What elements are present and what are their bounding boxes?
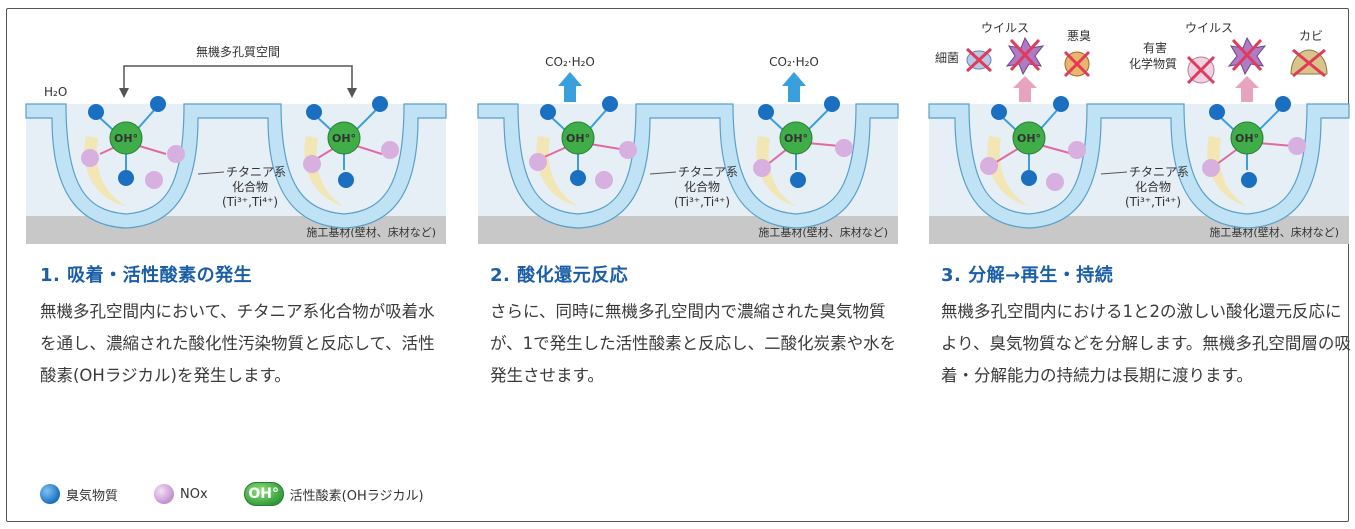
oh-radical-label: OH° <box>332 132 356 145</box>
section-body-redox: さらに、同時に無機多孔空間内で濃縮された臭気物質が、1で発生した活性酸素と反応し… <box>490 302 897 385</box>
svg-text:チタニア系: チタニア系 <box>1129 165 1189 179</box>
oh-radical <box>327 121 361 155</box>
space-arrow-left <box>119 88 129 98</box>
svg-text:(Ti³⁺,Ti⁴⁺): (Ti³⁺,Ti⁴⁺) <box>1125 195 1181 209</box>
porous-layer <box>25 103 447 229</box>
legend-item-radical: OH° 活性酸素(OHラジカル) <box>243 482 424 506</box>
virus-label: ウイルス <box>1185 21 1233 35</box>
panel-decomposition: ウイルス 細菌 悪臭 ウイルス カビ 有害 化学物質 <box>928 21 1350 252</box>
svg-text:チタニア系: チタニア系 <box>678 165 738 179</box>
svg-text:化合物: 化合物 <box>684 179 720 194</box>
titania-label: (Ti³⁺,Ti⁴⁺) <box>222 195 278 209</box>
legend-label: 臭気物質 <box>66 488 119 504</box>
nox-molecule <box>381 141 399 159</box>
nox-molecule <box>167 145 185 163</box>
panel-redox-illustration: CO₂·H₂O CO₂·H₂O 施工基材(壁材、床材など) OH° <box>477 55 899 244</box>
odor-molecule <box>118 170 134 186</box>
svg-text:化合物: 化合物 <box>1135 179 1171 194</box>
bacteria-icon <box>965 47 993 73</box>
legend-label: 活性酸素(OHラジカル) <box>289 488 424 504</box>
co2-label: CO₂·H₂O <box>769 55 819 69</box>
harmful-label: 化学物質 <box>1129 56 1177 71</box>
odor-molecule-icon <box>40 484 60 504</box>
panel-decomposition-illustration: ウイルス 細菌 悪臭 ウイルス カビ 有害 化学物質 <box>928 21 1350 244</box>
space-bracket <box>123 65 353 90</box>
titania-label: チタニア系 <box>226 165 286 179</box>
upward-arrow-icon <box>782 72 806 102</box>
space-label: 無機多孔質空間 <box>196 44 280 59</box>
upward-arrow-icon <box>558 72 582 102</box>
panel-adsorption: 無機多孔質空間 H₂O 施工基材(壁材、床材など) OH° <box>25 44 447 252</box>
odor-molecule <box>338 172 354 188</box>
section-title-decomposition: 3. 分解→再生・持続 <box>941 265 1114 286</box>
odor-label: 悪臭 <box>1067 28 1091 43</box>
odor-icon <box>1063 50 1091 78</box>
section-title-redox: 2. 酸化還元反応 <box>490 265 629 286</box>
upward-arrow-icon <box>1013 76 1037 102</box>
titania-deposit-right <box>304 136 344 206</box>
panel-adsorption-illustration: 無機多孔質空間 H₂O 施工基材(壁材、床材など) OH° <box>25 44 447 244</box>
space-arrow-right <box>347 88 357 98</box>
porous-layer <box>928 103 1350 229</box>
virus-label: ウイルス <box>981 21 1029 35</box>
odor-molecule <box>306 104 322 120</box>
oh-radical-label: OH° <box>566 132 590 145</box>
section-body-decomposition: 無機多孔空間内における1と2の激しい酸化還元反応により、臭気物質などを分解します… <box>941 302 1351 385</box>
virus-icon <box>1005 36 1045 76</box>
oh-radical-label: OH° <box>784 132 808 145</box>
substrate-label: 施工基材(壁材、床材など) <box>1209 225 1339 239</box>
legend-item-nox: NOx <box>154 484 208 504</box>
virus-icon <box>1227 36 1267 76</box>
mold-label: カビ <box>1299 29 1323 43</box>
nox-molecule <box>81 149 99 167</box>
harmful-label: 有害 <box>1143 40 1167 55</box>
section-body-adsorption: 無機多孔空間内において、チタニア系化合物が吸着水を通し、濃縮された酸化性汚染物質… <box>40 302 435 385</box>
oh-radical-label: OH° <box>1017 132 1041 145</box>
section-title-adsorption: 1. 吸着・活性酸素の発生 <box>40 265 253 286</box>
h2o-label: H₂O <box>44 85 67 99</box>
panel-redox: CO₂·H₂O CO₂·H₂O 施工基材(壁材、床材など) OH° <box>477 46 899 252</box>
substrate-label: 施工基材(壁材、床材など) <box>758 225 888 239</box>
co2-label: CO₂·H₂O <box>545 55 595 69</box>
legend: 臭気物質 NOx OH° 活性酸素(OHラジカル) <box>40 482 460 506</box>
legend-label: NOx <box>180 486 208 502</box>
nox-molecule <box>303 155 321 173</box>
diagram-frame <box>6 8 1349 522</box>
odor-molecule <box>150 96 166 112</box>
oh-radical-icon: OH° <box>243 482 284 506</box>
oh-radical <box>109 121 143 155</box>
bacteria-label: 細菌 <box>935 51 959 65</box>
svg-text:(Ti³⁺,Ti⁴⁺): (Ti³⁺,Ti⁴⁺) <box>674 195 730 209</box>
nox-molecule <box>145 171 163 189</box>
mold-icon <box>1290 48 1328 78</box>
porous-layer <box>477 103 899 229</box>
nox-molecule-icon <box>154 484 175 504</box>
substrate-label: 施工基材(壁材、床材など) <box>306 225 436 239</box>
harmful-chemical-icon <box>1186 55 1216 85</box>
titania-label: 化合物 <box>232 179 268 194</box>
odor-molecule <box>88 104 104 120</box>
legend-item-odor: 臭気物質 <box>40 484 118 504</box>
upward-arrow-icon <box>1235 76 1259 102</box>
oh-radical-label: OH° <box>1235 132 1259 145</box>
odor-molecule <box>372 96 388 112</box>
oh-radical-label: OH° <box>114 132 138 145</box>
